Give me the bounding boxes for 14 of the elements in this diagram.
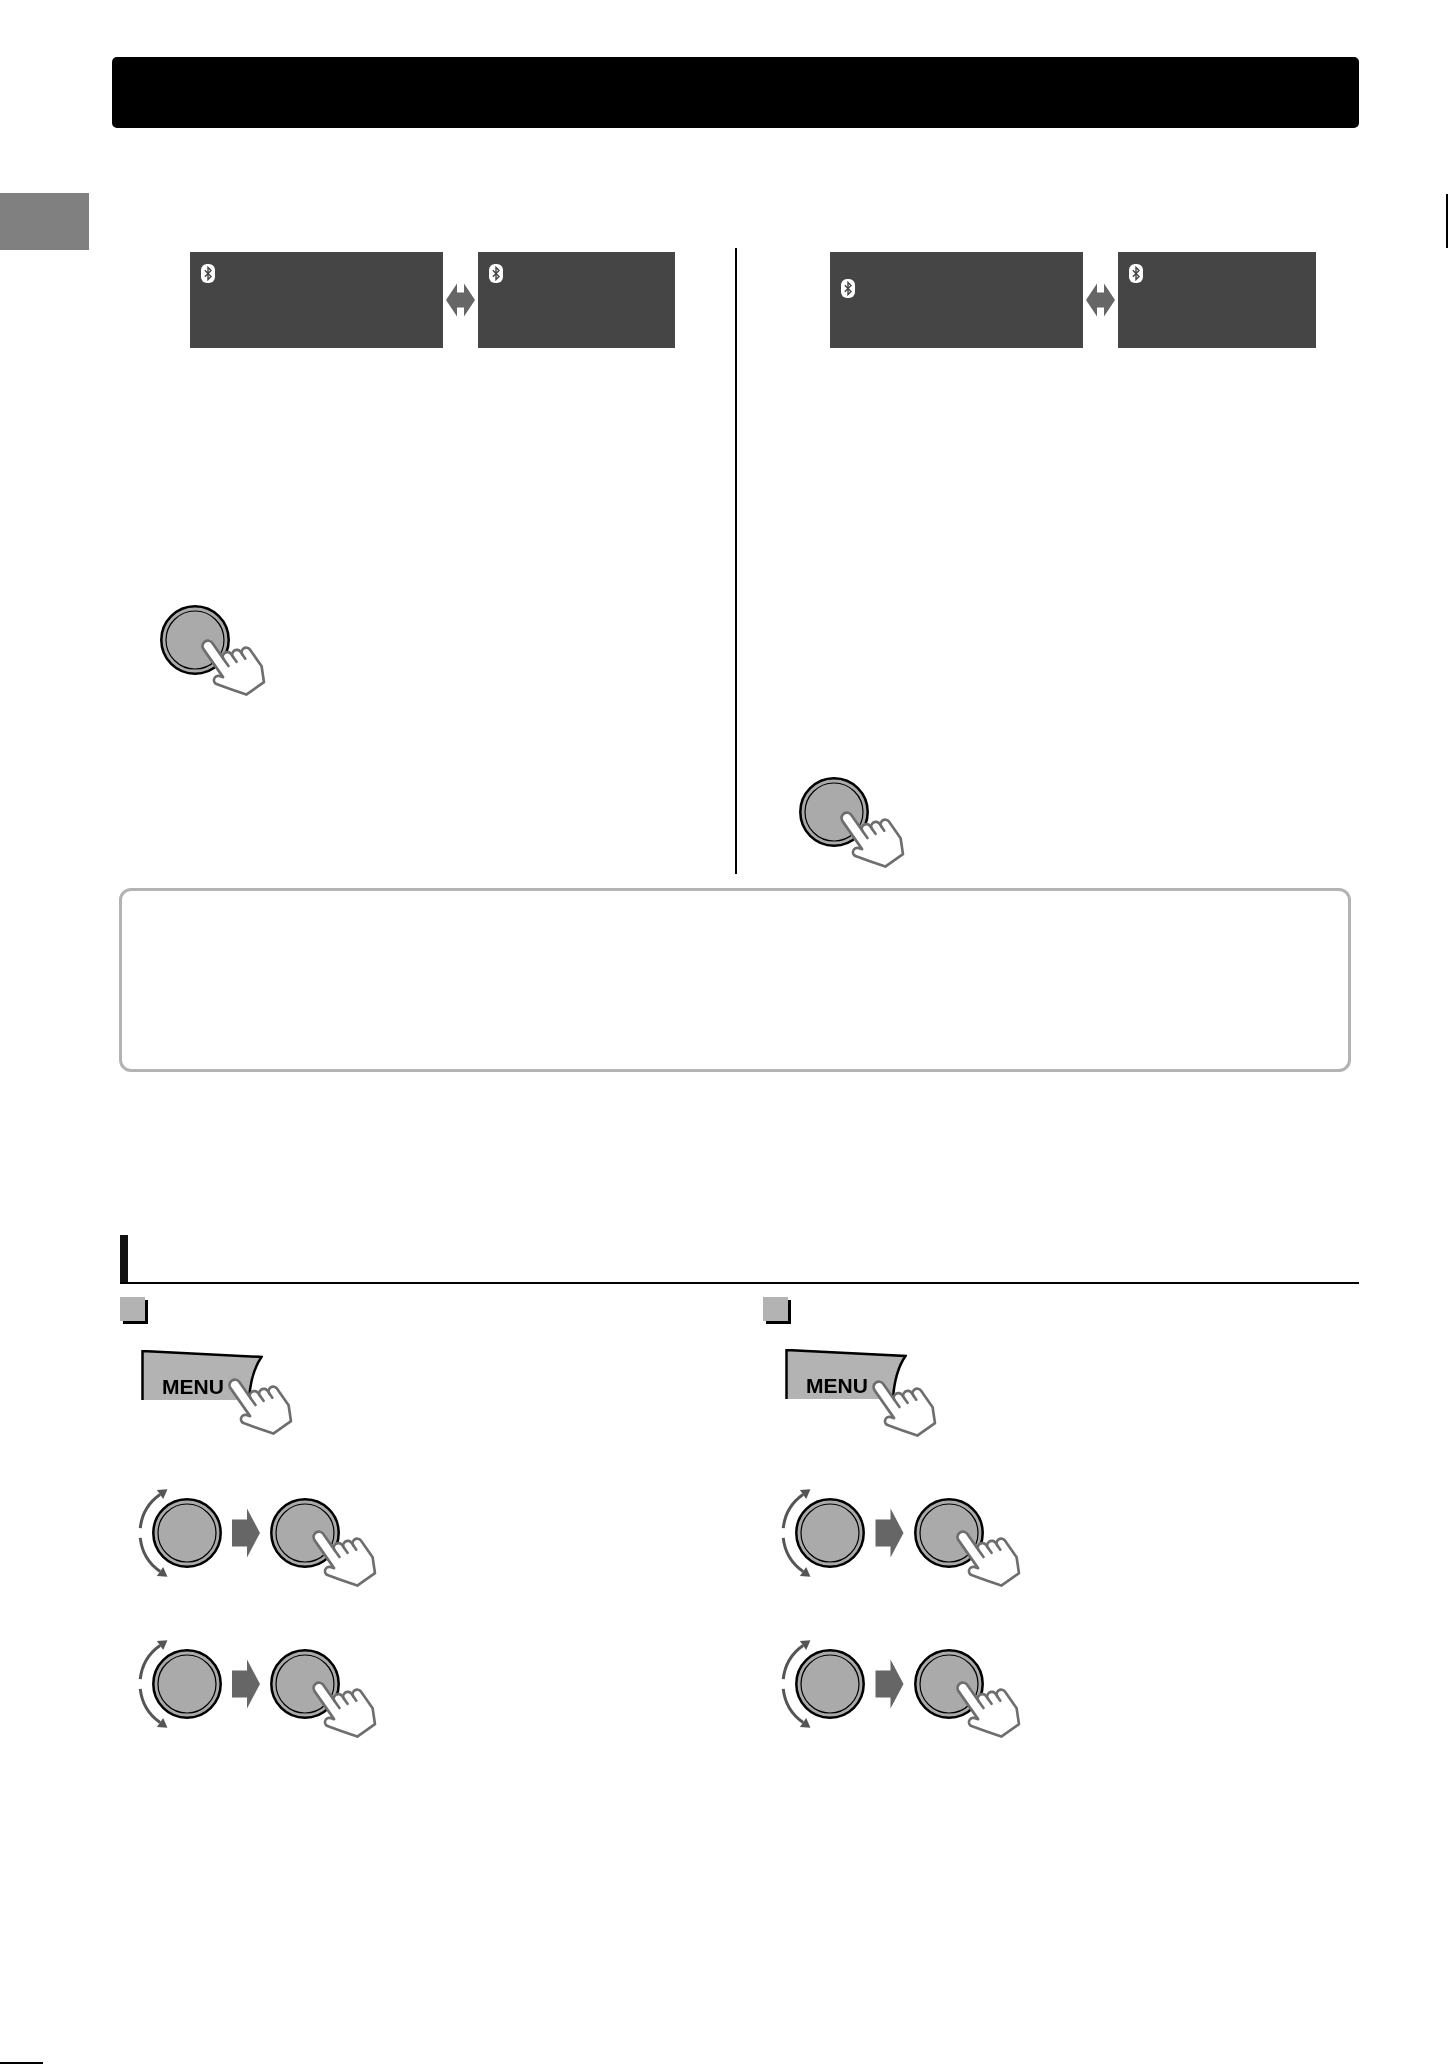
display-screen	[190, 252, 443, 348]
menu-button: MENU	[141, 1350, 263, 1400]
double-arrow	[1083, 283, 1118, 317]
knob	[152, 1649, 222, 1719]
note-box	[119, 888, 1351, 1072]
double-arrow	[443, 283, 478, 317]
knob	[152, 1498, 222, 1568]
side-tab	[0, 193, 89, 250]
display-screen	[1118, 252, 1316, 348]
knob	[795, 1649, 865, 1719]
display-screen	[478, 252, 675, 348]
menu-button: MENU	[785, 1349, 907, 1399]
knob	[795, 1498, 865, 1568]
display-screen	[830, 252, 1083, 348]
